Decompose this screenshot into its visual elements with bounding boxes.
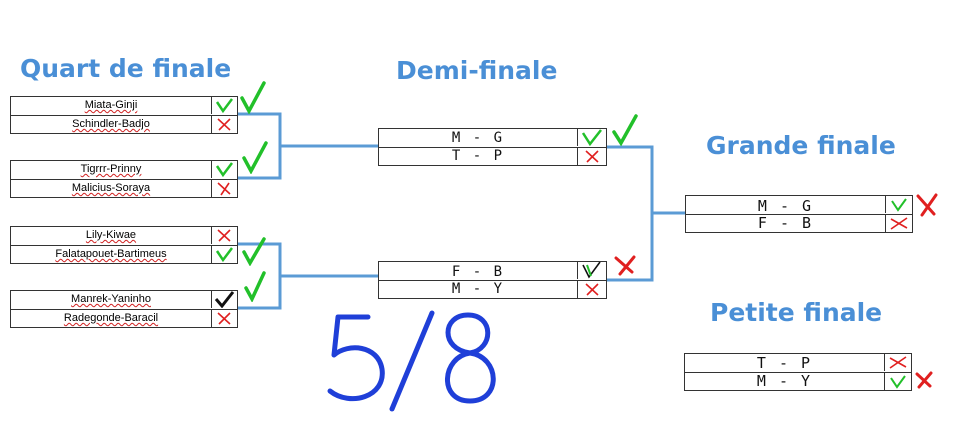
quarter-final-match-4: Manrek-Yaninho Radegonde-Baracil [10, 290, 238, 328]
semi-final-heading: Demi-finale [396, 56, 558, 85]
check-icon [240, 81, 266, 114]
team-name: M - G [451, 130, 505, 146]
cross-icon [614, 255, 636, 276]
team-name: M - G [757, 197, 814, 213]
petite-final-match: T - P M - Y [684, 353, 912, 391]
cross-icon [211, 180, 237, 197]
cross-icon [916, 193, 938, 217]
check-icon [885, 196, 912, 213]
team-name: Lily-Kiwae [85, 229, 137, 241]
quarter-final-match-2: Tigrrr-Prinny Malicius-Soraya [10, 160, 238, 198]
team-name: T - P [451, 148, 505, 164]
team-name: F - B [757, 215, 814, 232]
petite-final-heading: Petite finale [710, 298, 883, 327]
cross-icon [577, 281, 606, 298]
quarter-final-match-3: Lily-Kiwae Falatapouet-Bartimeus [10, 226, 238, 264]
team-name: Falatapouet-Bartimeus [55, 248, 167, 260]
check-icon [211, 291, 237, 308]
cross-icon [885, 215, 912, 232]
team-name: Miata-Ginji [84, 99, 138, 111]
semi-final-match-1: M - G T - P [378, 128, 607, 166]
quarter-final-heading: Quart de finale [20, 54, 232, 83]
quarter-final-match-1: Miata-Ginji Schindler-Badjo [10, 96, 238, 134]
check-icon [577, 129, 606, 146]
team-name: F - B [451, 264, 505, 279]
check-icon [211, 161, 237, 178]
check-icon [577, 262, 606, 279]
team-name: Malicius-Soraya [71, 182, 151, 194]
check-icon [244, 271, 266, 302]
team-name: Manrek-Yaninho [71, 293, 151, 305]
team-name: Schindler-Badjo [72, 118, 150, 130]
team-name: M - Y [756, 373, 813, 390]
team-name: T - P [756, 354, 813, 371]
cross-icon [211, 310, 237, 327]
team-name: Radegonde-Baracil [63, 312, 159, 324]
cross-icon [577, 148, 606, 165]
handwritten-score [327, 310, 496, 412]
check-icon [211, 97, 237, 114]
cross-icon [211, 116, 237, 133]
check-icon [884, 373, 911, 390]
check-icon [612, 114, 638, 146]
check-icon [211, 246, 237, 263]
grand-final-match: M - G F - B [685, 195, 913, 233]
team-name: M - Y [451, 281, 505, 297]
cross-icon [915, 371, 933, 389]
check-icon [242, 237, 266, 266]
cross-icon [211, 227, 237, 244]
team-name: Tigrrr-Prinny [80, 163, 142, 175]
semi-final-match-2: F - B M - Y [378, 261, 607, 299]
grand-final-heading: Grande finale [706, 131, 896, 160]
cross-icon [884, 354, 911, 371]
check-icon [242, 141, 268, 174]
